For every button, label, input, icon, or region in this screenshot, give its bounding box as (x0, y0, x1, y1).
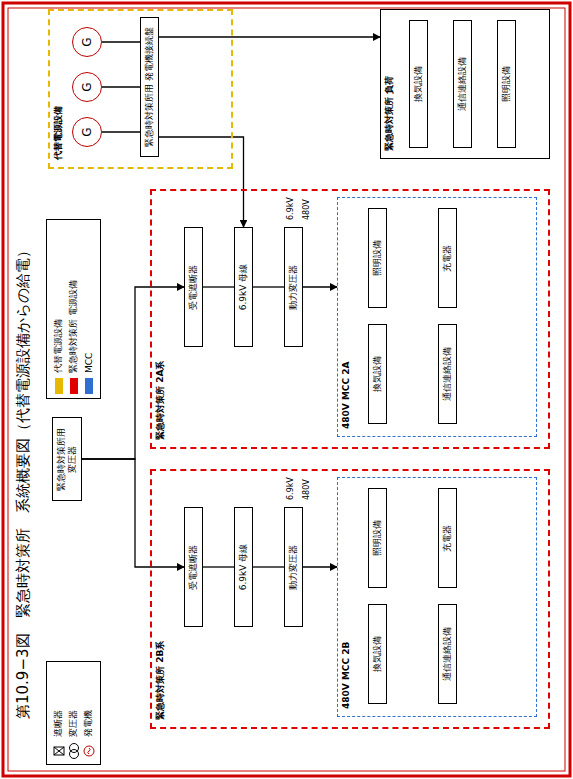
equipment-box: 通信連絡設備 (438, 324, 457, 424)
power-cable (303, 286, 337, 287)
color-legend: 代替電源設備緊急時対策所 電源設備 MCC (46, 219, 101, 399)
generator-circle: G (72, 72, 102, 102)
equipment-box: 受電遮断器 (184, 507, 203, 627)
power-cable (102, 131, 140, 132)
power-cable (253, 566, 284, 567)
legend-row: 変圧器 (66, 666, 81, 760)
equipment-box: 動力変圧器 (284, 507, 303, 627)
frame-inner (8, 8, 565, 771)
region-heading: 代替電源設備 (53, 104, 64, 162)
building-region: 緊急時対策所 2A系 受電遮断器 6.9kV 母線 動力変圧器 480V MCC 2A 換… (150, 189, 550, 449)
power-cable (102, 86, 140, 87)
node-text: G (80, 82, 94, 91)
legend-text: 発電機 (82, 710, 95, 737)
equipment-box: 換気設備 (409, 20, 428, 148)
region-heading: 480V MCC 2B (341, 640, 352, 711)
node-text: 照明設備 (501, 25, 512, 143)
node-text: 6.9kV 母線 (238, 232, 249, 342)
power-cable (303, 566, 337, 567)
equipment-box: 緊急時対策所用 発電機接続盤 (140, 17, 159, 157)
mcc-region: 480V MCC 2B 換気設備 照明設備通信連絡設備充電器 (337, 477, 537, 717)
node-text: G (80, 37, 94, 46)
equipment-box: 動力変圧器 (284, 227, 303, 347)
node-text: 換気設備 (372, 329, 383, 419)
equipment-box: 充電器 (438, 488, 457, 588)
node-text: 緊急時対策所用 発電機接続盤 (144, 22, 155, 152)
node-text: 動力変圧器 (288, 512, 299, 622)
legend-row: MCC (81, 224, 96, 394)
node-text: 通信連絡設備 (442, 609, 453, 699)
equipment-box: 通信連絡設備 (453, 20, 472, 148)
power-cable (253, 286, 284, 287)
power-cable (82, 459, 184, 567)
generator-circle: G (72, 117, 102, 147)
legend-symbol (83, 742, 95, 760)
node-text: 緊急時対策所用 変圧器 (56, 422, 78, 496)
equipment-box: 照明設備 (368, 488, 387, 588)
power-cable (159, 36, 380, 37)
region-heading: 480V MCC 2A (341, 360, 352, 431)
power-cable (203, 566, 234, 567)
node-text: 受電遮断器 (188, 232, 199, 342)
legend-text: 代替電源設備 (52, 319, 65, 373)
legend-symbol (68, 742, 80, 760)
generator-circle: G (72, 27, 102, 57)
node-text: 充電器 (442, 213, 453, 303)
node-text: 照明設備 (372, 213, 383, 303)
node-text: 動力変圧器 (288, 232, 299, 342)
building-region: 緊急時対策所 2B系 受電遮断器 6.9kV 母線 動力変圧器 480V MCC 2B 換… (150, 469, 550, 729)
equipment-box: 照明設備 (368, 208, 387, 308)
legend-text: 変圧器 (67, 710, 80, 737)
equipment-box: 照明設備 (497, 20, 516, 148)
legend-row: 代替電源設備 (51, 224, 66, 394)
node-text: G (80, 127, 94, 136)
load-group: 緊急時対策所 負荷 換気設備 通信連絡設備 照明設備 (380, 9, 550, 159)
equipment-box: 受電遮断器 (184, 227, 203, 347)
power-cable (102, 41, 140, 42)
legend-symbol (53, 742, 65, 760)
voltage-label: 6.9kV (286, 476, 296, 501)
power-source-region: 代替電源設備 G G G 緊急時対策所用 発電機接続盤 (48, 9, 233, 169)
voltage-label: 480V (302, 198, 312, 221)
node-text: 通信連絡設備 (442, 329, 453, 419)
voltage-label: 480V (302, 478, 312, 501)
node-text: 換気設備 (413, 25, 424, 143)
node-text: 換気設備 (372, 609, 383, 699)
node-text: 通信連絡設備 (457, 25, 468, 143)
equipment-box: 充電器 (438, 208, 457, 308)
equipment-box: 換気設備 (368, 324, 387, 424)
legend-row: 緊急時対策所 電源設備 (66, 224, 81, 394)
legend-swatch (70, 378, 78, 394)
legend-row: 発電機 (81, 666, 96, 760)
node-text: 受電遮断器 (188, 512, 199, 622)
equipment-box: 緊急時対策所用 変圧器 (52, 417, 82, 501)
node-text: 6.9kV 母線 (238, 512, 249, 622)
legend-row: 遮断器 (51, 666, 66, 760)
region-heading: 緊急時対策所 2B系 (155, 639, 166, 722)
symbol-legend: 遮断器変圧器発電機 (46, 661, 101, 765)
figure-caption: 第10.9−3図 緊急時対策所 系統概要図（代替電源設備からの給電） (14, 243, 33, 719)
equipment-box: 6.9kV 母線 (234, 507, 253, 627)
frame-outer (3, 3, 570, 776)
power-cable (159, 137, 244, 227)
mcc-region: 480V MCC 2A 換気設備 照明設備通信連絡設備充電器 (337, 197, 537, 437)
equipment-box: 換気設備 (368, 604, 387, 704)
legend-text: 緊急時対策所 電源設備 (67, 280, 80, 373)
power-cable (203, 286, 234, 287)
region-heading: 緊急時対策所 2A系 (155, 359, 166, 442)
voltage-label: 6.9kV (286, 196, 296, 221)
legend-swatch (85, 378, 93, 394)
equipment-box: 通信連絡設備 (438, 604, 457, 704)
equipment-box: 6.9kV 母線 (234, 227, 253, 347)
region-heading: 緊急時対策所 負荷 (384, 74, 395, 153)
node-text: 充電器 (442, 493, 453, 583)
legend-text: 遮断器 (52, 710, 65, 737)
legend-swatch (55, 378, 63, 394)
legend-text: MCC (84, 353, 94, 373)
node-text: 照明設備 (372, 493, 383, 583)
